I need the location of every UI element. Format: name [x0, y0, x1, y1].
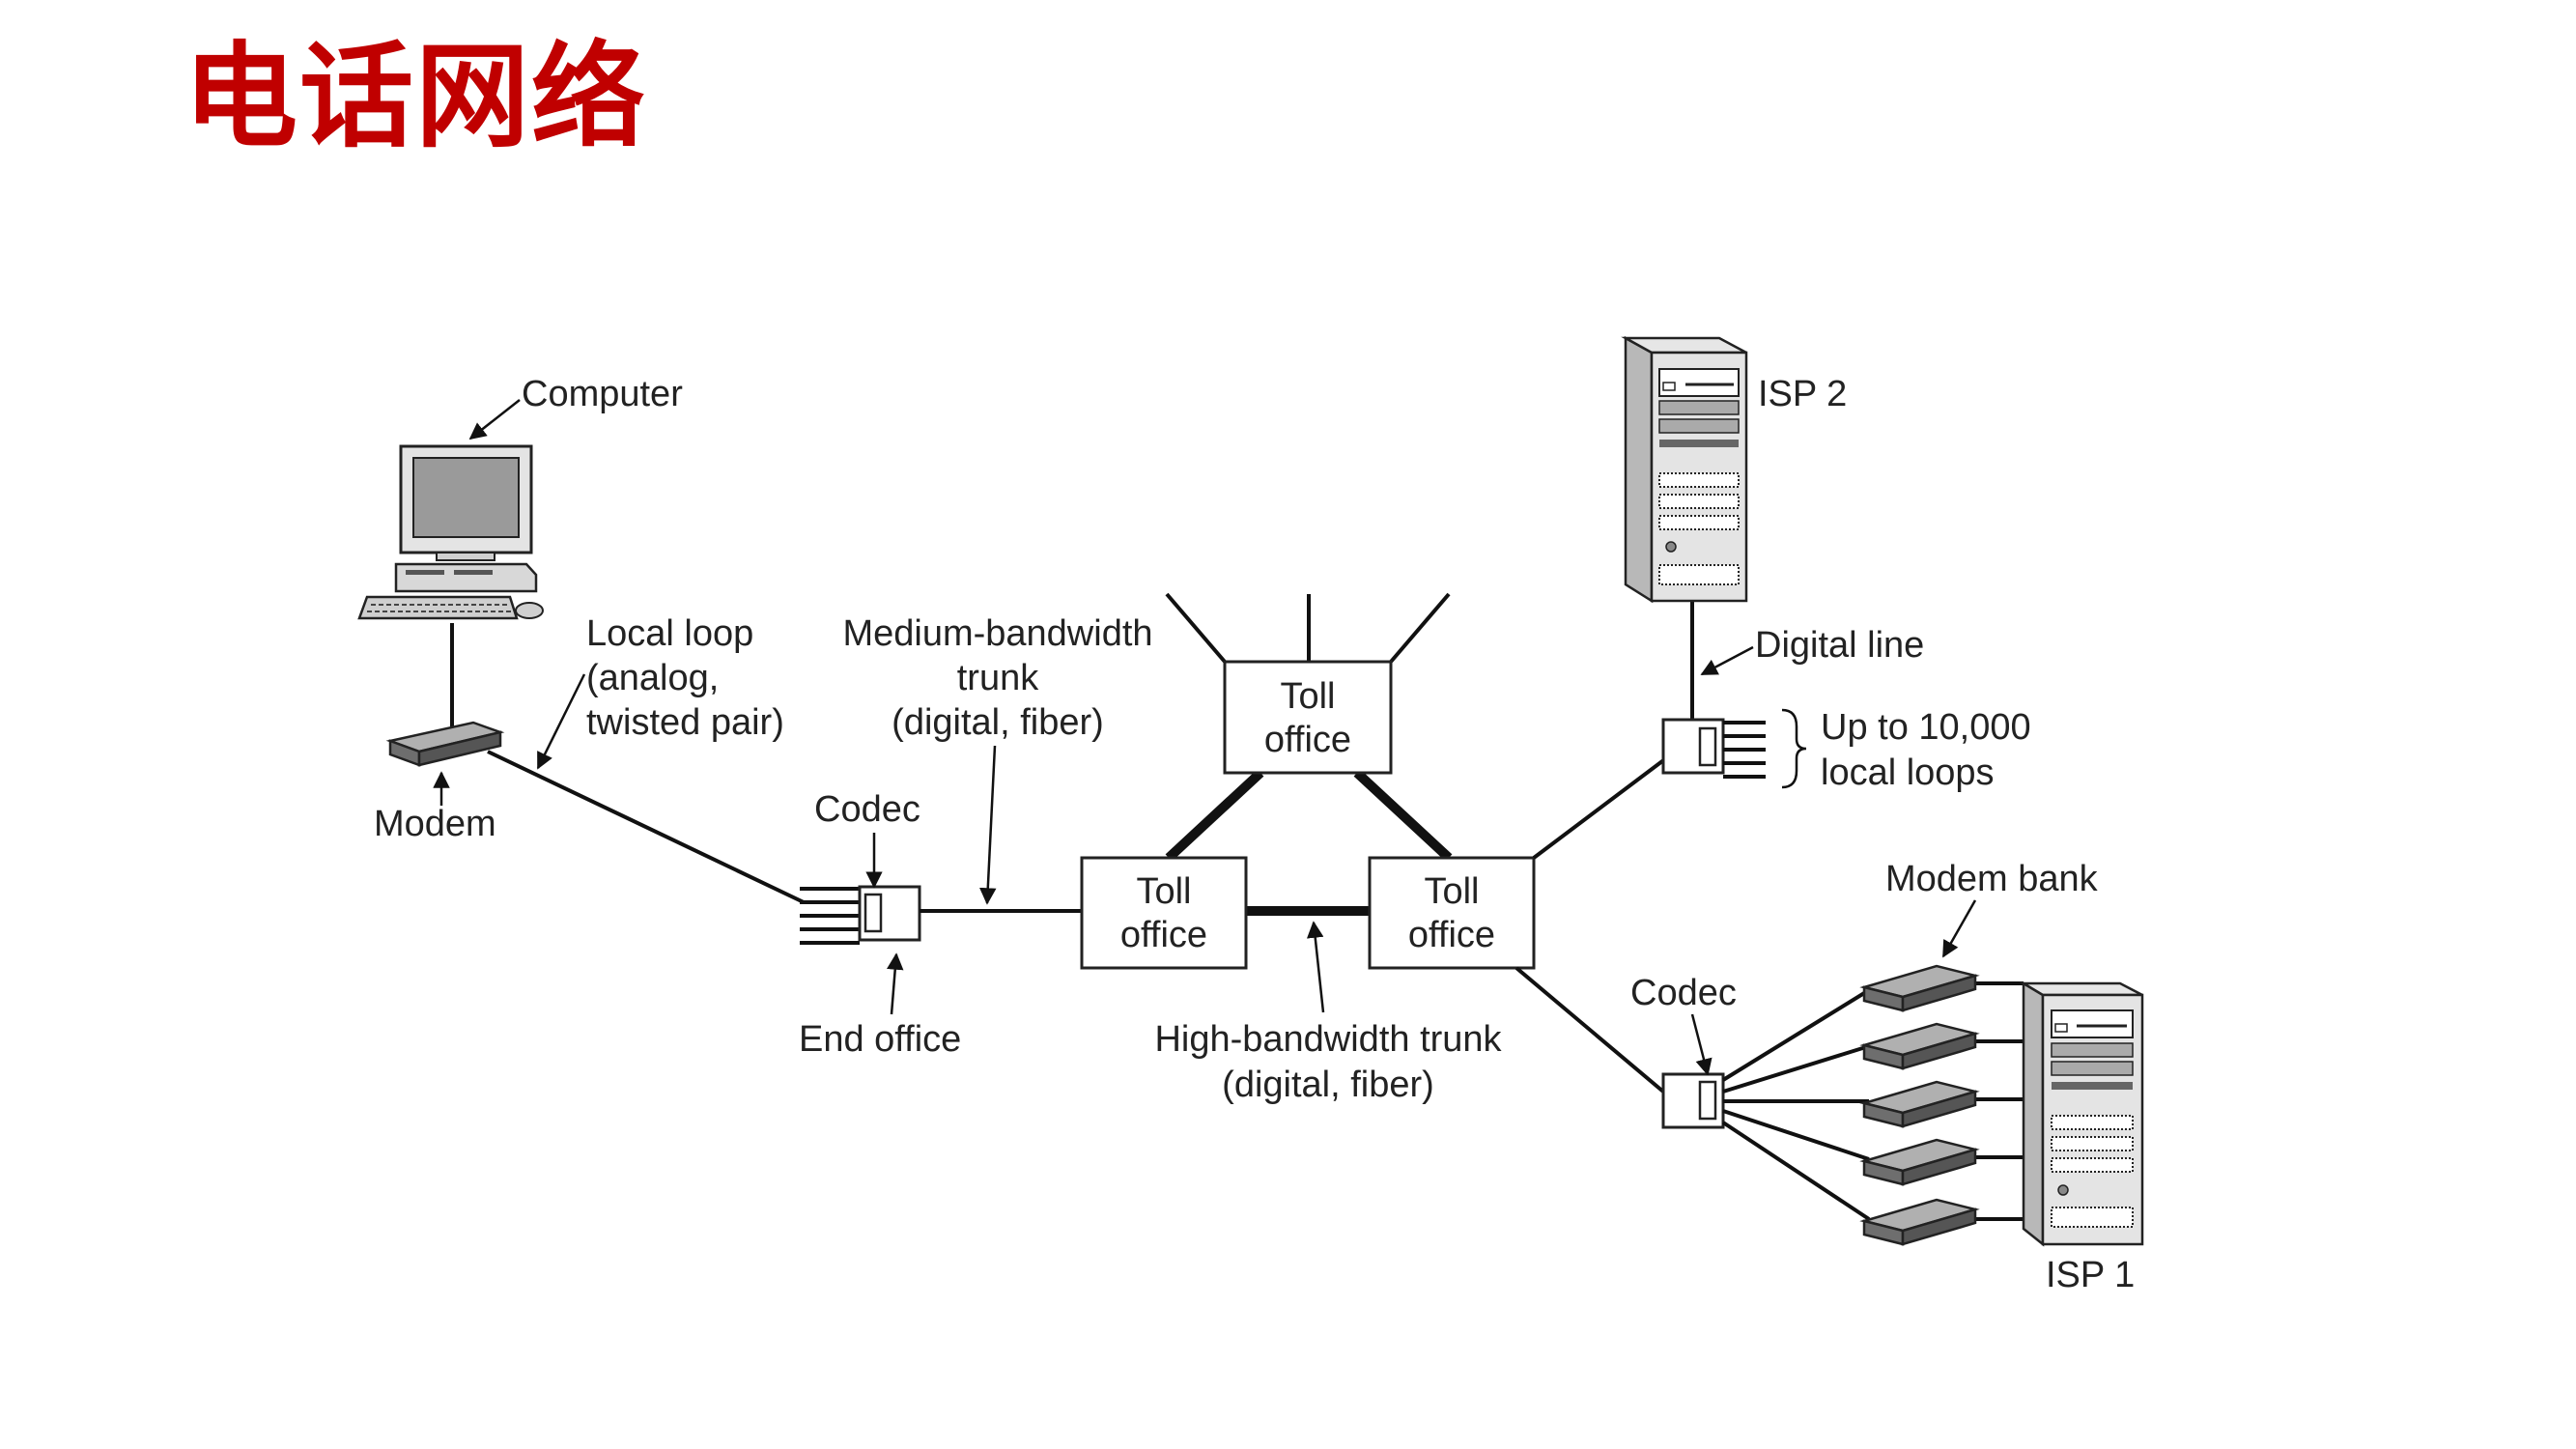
toll-office-top-label-1: Toll	[1280, 676, 1335, 717]
codec-right-leader	[1690, 1013, 1713, 1076]
medium-trunk-leader	[979, 745, 997, 905]
codec-left-label: Codec	[814, 789, 920, 830]
digital-line-label: Digital line	[1755, 625, 1924, 666]
toll-office-top-label-2: office	[1264, 720, 1351, 760]
modem-bank-leader	[1941, 899, 1977, 958]
local-loops-label-1: Up to 10,000	[1821, 707, 2031, 748]
toll-office-right: Toll office	[1368, 856, 1536, 970]
isp1-codec-icon	[1661, 1072, 1725, 1129]
local-loop-leader	[536, 673, 586, 770]
toll-office-left-label-2: office	[1120, 915, 1207, 955]
toll-office-right-label-1: Toll	[1424, 871, 1479, 912]
codec-right-label: Codec	[1630, 973, 1737, 1013]
end-office-icon	[800, 885, 921, 945]
toll-top-trunk-3	[1389, 592, 1451, 664]
local-loop-line	[487, 750, 805, 904]
toll-to-isp2-codec-line	[1532, 756, 1668, 860]
modem-icon	[385, 721, 505, 767]
isp2-codec-icon	[1661, 718, 1766, 779]
slide-title: 电话网络	[184, 30, 648, 163]
modem-label: Modem	[374, 804, 496, 844]
medium-trunk-label-1: Medium-bandwidth	[842, 613, 1152, 654]
end-office-label: End office	[799, 1019, 961, 1060]
computer-label: Computer	[522, 374, 683, 414]
toll-to-isp1-codec-line	[1514, 966, 1665, 1094]
isp2-label: ISP 2	[1758, 374, 1847, 414]
high-trunk-label-2: (digital, fiber)	[1222, 1065, 1434, 1105]
isp1-label: ISP 1	[2046, 1255, 2135, 1295]
toll-top-right-trunk	[1353, 769, 1453, 862]
modem-bank-label: Modem bank	[1885, 859, 2099, 899]
isp2-server-icon	[1621, 335, 1748, 604]
local-loops-brace	[1781, 708, 1807, 789]
local-loops-label-2: local loops	[1821, 753, 1995, 793]
digital-line-leader	[1700, 645, 1754, 676]
high-trunk-leader	[1306, 921, 1325, 1013]
computer-icon	[357, 444, 544, 620]
computer-leader	[468, 399, 521, 440]
local-loop-label-3: twisted pair)	[586, 702, 784, 743]
toll-office-right-label-2: office	[1408, 915, 1495, 955]
toll-top-left-trunk	[1165, 769, 1264, 862]
toll-office-left: Toll office	[1080, 856, 1248, 970]
toll-top-trunk-1	[1165, 592, 1227, 664]
modem-bank-icon	[1859, 964, 1980, 1246]
high-trunk-label-1: High-bandwidth trunk	[1154, 1019, 1502, 1060]
toll-office-left-label-1: Toll	[1136, 871, 1191, 912]
medium-trunk-label-3: (digital, fiber)	[892, 702, 1104, 743]
local-loop-label-2: (analog,	[586, 658, 719, 698]
end-office-leader	[887, 952, 904, 1015]
toll-office-top: Toll office	[1223, 660, 1393, 775]
isp1-server-icon	[2019, 980, 2144, 1247]
medium-trunk-label-2: trunk	[957, 658, 1039, 698]
local-loop-label-1: Local loop	[586, 613, 753, 654]
